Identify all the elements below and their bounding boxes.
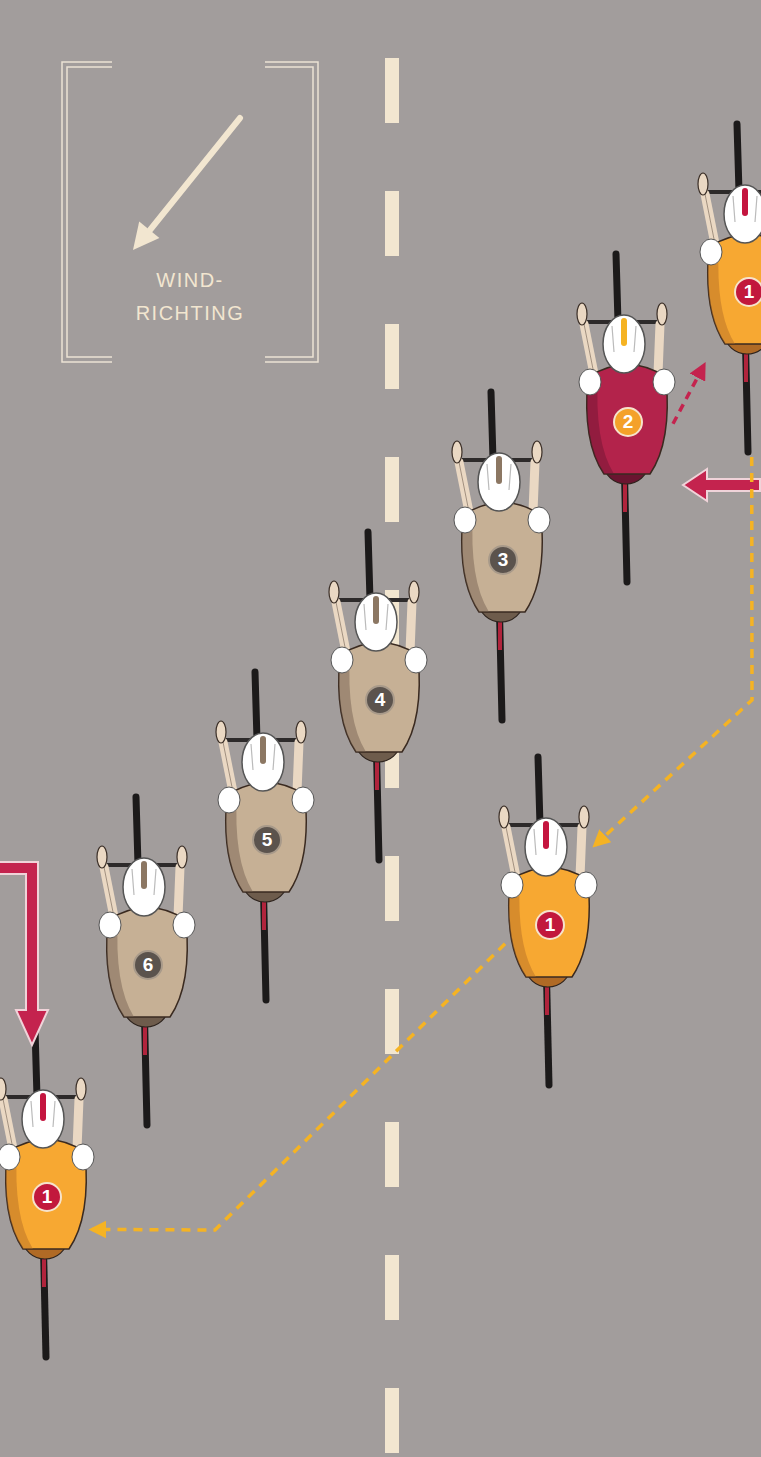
rotation-arrow — [0, 862, 48, 1045]
wind-arrow — [133, 118, 240, 250]
cyclist — [97, 797, 195, 1125]
legend-frame — [62, 62, 318, 362]
movement-arrow — [595, 457, 752, 845]
cyclist-box: 1 — [2, 1022, 92, 1362]
cyclist — [329, 532, 427, 860]
cyclist-box: 1 — [505, 750, 595, 1090]
cyclist-box: 4 — [335, 525, 425, 865]
cyclist-box: 3 — [458, 385, 548, 725]
jersey-number: 6 — [133, 950, 163, 980]
movement-arrow — [673, 365, 704, 424]
cyclist — [499, 757, 597, 1085]
rotation-arrow — [683, 469, 760, 501]
wind-legend-box: WIND- RICHTING — [110, 264, 270, 344]
jersey-number: 1 — [535, 910, 565, 940]
cyclist — [216, 672, 314, 1000]
movement-arrow — [92, 944, 505, 1230]
cyclist-box: 1 — [704, 117, 761, 457]
jersey-number: 3 — [488, 545, 518, 575]
jersey-number: 4 — [365, 685, 395, 715]
cyclist — [698, 124, 761, 452]
jersey-number: 2 — [613, 407, 643, 437]
cyclist — [0, 1029, 94, 1357]
jersey-number: 5 — [252, 825, 282, 855]
jersey-number: 1 — [32, 1182, 62, 1212]
cyclist-box: 5 — [222, 665, 312, 1005]
cyclist-box: 6 — [103, 790, 193, 1130]
jersey-number: 1 — [734, 277, 761, 307]
cyclist — [577, 254, 675, 582]
cyclist — [452, 392, 550, 720]
cyclist-box: 2 — [583, 247, 673, 587]
wind-label: WIND- RICHTING — [110, 264, 270, 330]
